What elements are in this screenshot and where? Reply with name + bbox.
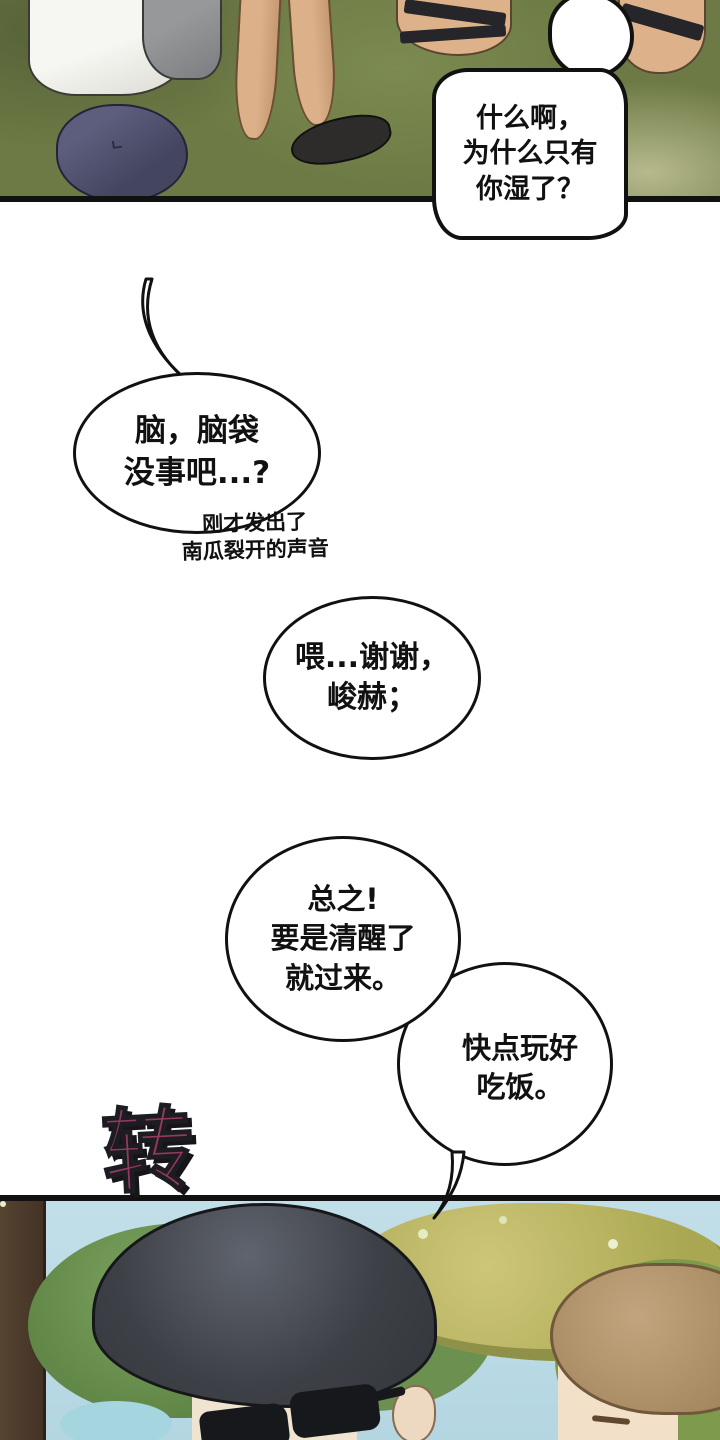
speech-text: 总之! 要是清醒了 就过来。 [270, 882, 416, 995]
bubble-tail-down [432, 1150, 466, 1220]
foliage-speckles [0, 1201, 6, 1207]
speech-text: 脑，脑袋 没事吧...? [123, 413, 271, 491]
speech-bubble-top: 什么啊， 为什么只有 你湿了？ [432, 68, 628, 240]
speech-bubble-anyway: 总之! 要是清醒了 就过来。 [225, 836, 461, 1042]
navy-cloth-bundle: ㄴ [56, 104, 188, 196]
sunglasses-lens [288, 1382, 382, 1440]
sandal-strap [399, 24, 507, 44]
speech-text: 什么啊， 为什么只有 你湿了？ [462, 102, 598, 205]
dark-haired-character-hair [92, 1203, 437, 1408]
cloth-fold-mark: ㄴ [108, 135, 126, 155]
bubble-tail-up [141, 277, 192, 385]
speech-bubble-head-ok: 脑，脑袋 没事吧...? [73, 372, 321, 534]
water-glimpse [60, 1401, 172, 1440]
sunglasses-lens [198, 1402, 291, 1440]
sandaled-feet [396, 0, 512, 56]
panel-bottom-forest [0, 1195, 720, 1440]
sfx-turn: 转 [98, 1095, 197, 1209]
black-slipper [286, 107, 396, 173]
gray-shorts [142, 0, 222, 80]
bare-leg [232, 0, 282, 141]
bare-leg [287, 0, 339, 128]
caption-small: 刚才发出了 南瓜裂开的声音 [139, 507, 370, 568]
speech-text: 喂...谢谢， 峻赫； [294, 639, 450, 716]
caption-text: 刚才发出了 南瓜裂开的声音 [181, 509, 330, 565]
speech-bubble-thanks: 喂...谢谢， 峻赫； [263, 596, 481, 760]
speech-text: 快点玩好 吃饭。 [461, 1030, 578, 1104]
sandal-strap [403, 0, 507, 28]
speech-bubble-top-lobe [548, 0, 634, 78]
